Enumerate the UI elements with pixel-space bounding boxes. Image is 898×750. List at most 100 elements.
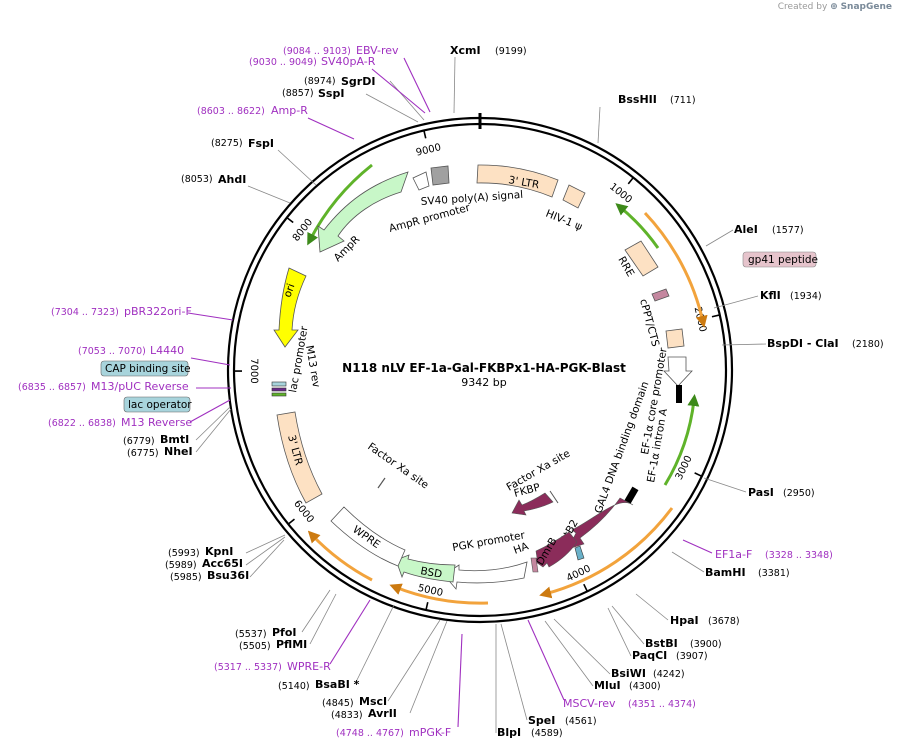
enzyme-pos: (4589) — [531, 728, 563, 739]
leader-line — [354, 604, 395, 685]
scale-tick — [627, 177, 634, 185]
leader-line — [309, 593, 337, 645]
feature-3ltr-left[interactable] — [276, 411, 323, 504]
leader-line — [329, 599, 371, 665]
feature-wpre[interactable] — [330, 506, 406, 567]
feature-attb2[interactable] — [574, 545, 585, 561]
label-sv40: SV40 poly(A) signal — [420, 189, 523, 208]
feature-ha[interactable] — [530, 557, 539, 573]
feature-ef1a-core[interactable] — [663, 356, 693, 387]
primer-pos: (9030 .. 9049) — [249, 57, 317, 68]
gp41-label: gp41 peptide — [748, 254, 818, 266]
enzyme-pos: (8053) — [181, 174, 213, 185]
enzyme-name: NheI — [164, 445, 193, 458]
primer-pos: (4351 .. 4374) — [628, 699, 696, 710]
feature-factor-xa-2-mark — [377, 477, 386, 489]
feature-hiv-psi[interactable] — [562, 184, 586, 209]
scale-tick-label: 1000 — [607, 181, 634, 205]
leader-line — [457, 633, 463, 728]
feature-lac-operator[interactable] — [271, 387, 287, 392]
enzyme-name: KpnI — [205, 545, 233, 558]
feature-pgk[interactable] — [443, 561, 528, 590]
leader-line — [245, 536, 286, 566]
leader-line — [703, 477, 747, 493]
feature-lac-op2[interactable] — [271, 392, 287, 397]
enzyme-name: AvrII — [368, 707, 397, 720]
enzyme-pos: (5985) — [170, 572, 202, 583]
label-3ltr-top: 3' LTR — [507, 174, 540, 191]
enzyme-pos: (3900) — [690, 639, 722, 650]
gp41-box — [742, 251, 817, 268]
leader-line — [682, 539, 713, 554]
primer-name: Amp-R — [271, 104, 308, 117]
leader-line — [365, 93, 419, 123]
label-factor-xa-2: Factor Xa site — [365, 441, 430, 492]
scale-tick-label: 9000 — [415, 142, 442, 159]
enzyme-pos: (4845) — [322, 698, 354, 709]
orf-arc-main — [539, 507, 674, 599]
scale-tick-label: 3000 — [674, 454, 695, 482]
leader-line — [721, 343, 767, 346]
leader-line — [245, 534, 286, 554]
enzyme-name: BlpI — [497, 726, 521, 739]
leader-line — [453, 56, 456, 114]
boxed-labels: gp41 peptide CAP binding site lac operat… — [100, 251, 818, 413]
primer-name: MSCV-rev — [563, 697, 616, 710]
scale-tick — [694, 472, 703, 478]
enzyme-name: KflI — [760, 289, 781, 302]
leader-line — [189, 399, 231, 423]
leader-line — [611, 605, 645, 645]
enzyme-name: Acc65I — [202, 557, 243, 570]
feature-cppt[interactable] — [665, 328, 685, 349]
enzyme-name: AhdI — [218, 173, 246, 186]
enzyme-pos: (1934) — [790, 291, 822, 302]
enzyme-name: BsaBI * — [315, 678, 360, 691]
feature-fkbp[interactable] — [511, 492, 554, 516]
enzyme-pos: (5537) — [235, 629, 267, 640]
label-ori: ori — [282, 282, 298, 299]
scale-tick-label: 6000 — [291, 499, 316, 526]
leader-line — [544, 620, 594, 687]
enzyme-pos: (3907) — [676, 651, 708, 662]
primer-pos: (6835 .. 6857) — [18, 382, 86, 393]
enzyme-pos: (5993) — [168, 548, 200, 559]
leader-line — [249, 539, 285, 578]
feature-3ltr-top[interactable] — [476, 164, 559, 198]
primer-labels: (9084 .. 9103) EBV-rev (9030 .. 9049) SV… — [18, 44, 833, 739]
leader-line — [307, 117, 355, 140]
scale-tick — [711, 314, 720, 318]
feature-black-bar-1 — [676, 385, 682, 403]
leader-line — [403, 57, 431, 113]
enzyme-name: BspDI - ClaI — [767, 337, 839, 350]
primer-name: M13/pUC Reverse — [91, 380, 189, 393]
leader-line — [635, 593, 669, 621]
primer-name: EBV-rev — [356, 44, 399, 57]
enzyme-name: BssHII — [618, 93, 657, 106]
feature-gp41[interactable] — [651, 288, 670, 302]
leader-line — [671, 551, 705, 573]
enzyme-name: PasI — [748, 486, 774, 499]
feature-small-arrow[interactable] — [412, 171, 430, 191]
enzyme-name: FspI — [248, 137, 274, 150]
label-bsd: BSD — [419, 565, 443, 581]
credit-prefix: Created by — [777, 2, 828, 12]
feature-ampr[interactable] — [317, 171, 409, 253]
primer-name: SV40pA-R — [321, 55, 376, 68]
enzyme-name: SpeI — [528, 714, 555, 727]
feature-sv40[interactable] — [430, 165, 450, 186]
leader-line — [607, 607, 632, 657]
label-ha: HA — [512, 540, 531, 557]
feature-rre[interactable] — [624, 240, 659, 277]
feature-cap-site[interactable] — [271, 381, 287, 387]
enzyme-name: HpaI — [670, 614, 699, 627]
leader-line — [195, 408, 232, 453]
enzyme-pos: (5505) — [239, 641, 271, 652]
feature-ori[interactable] — [273, 267, 307, 348]
lac-operator-box — [123, 396, 191, 413]
enzyme-name: SgrDI — [341, 75, 375, 88]
primer-name: mPGK-F — [409, 726, 451, 739]
enzyme-name: Bsu36I — [207, 569, 249, 582]
primer-pos: (4748 .. 4767) — [336, 728, 404, 739]
feature-bsd[interactable] — [395, 554, 456, 583]
